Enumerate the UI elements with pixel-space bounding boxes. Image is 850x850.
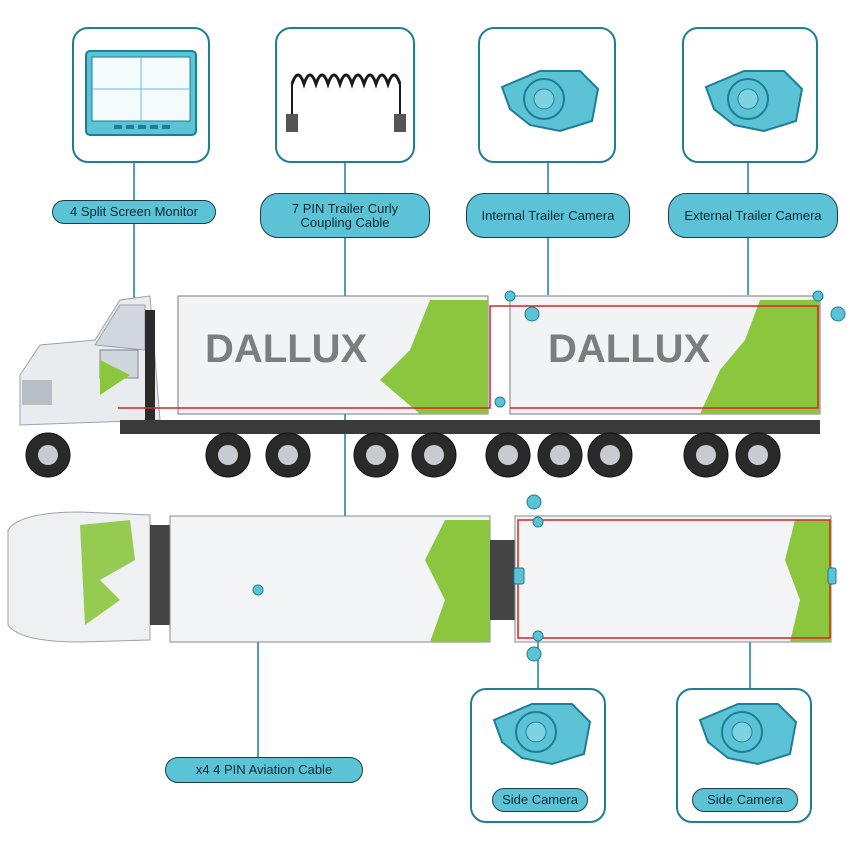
camera-icon bbox=[704, 70, 804, 133]
cable-box bbox=[275, 27, 415, 163]
monitor-box bbox=[72, 27, 210, 163]
truck-side-view: DALLUX DALLUX bbox=[19, 290, 824, 478]
side-camera-label-2: Side Camera bbox=[692, 788, 798, 812]
monitor-label: 4 Split Screen Monitor bbox=[52, 200, 216, 224]
side-camera-label-1: Side Camera bbox=[492, 788, 588, 812]
internal-camera-label: Internal Trailer Camera bbox=[466, 193, 630, 238]
trailer2-brand: DALLUX bbox=[548, 327, 711, 371]
monitor-icon bbox=[85, 50, 197, 136]
external-camera-box bbox=[682, 27, 818, 163]
curly-cable-icon bbox=[286, 73, 406, 132]
aviation-cable-label: x4 4 PIN Aviation Cable bbox=[165, 757, 363, 783]
truck-top-view bbox=[7, 306, 846, 662]
internal-camera-box bbox=[478, 27, 616, 163]
side-camera-box-1: Side Camera bbox=[470, 688, 606, 823]
cable-label: 7 PIN Trailer Curly Coupling Cable bbox=[260, 193, 430, 238]
trailer1-brand: DALLUX bbox=[205, 327, 368, 371]
camera-icon bbox=[492, 703, 592, 766]
side-camera-box-2: Side Camera bbox=[676, 688, 812, 823]
camera-icon bbox=[500, 70, 600, 133]
external-camera-label: External Trailer Camera bbox=[668, 193, 838, 238]
camera-icon bbox=[698, 703, 798, 766]
